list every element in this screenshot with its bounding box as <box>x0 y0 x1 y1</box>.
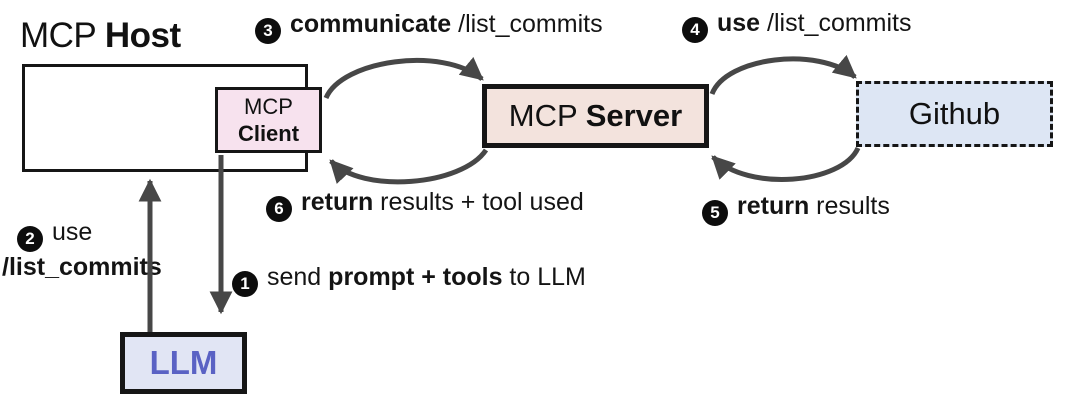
step-6-label: 6 return results + tool used <box>266 188 584 222</box>
step-4-post: /list_commits <box>760 9 912 37</box>
step-2-line1: 2 use <box>17 217 162 252</box>
step-2-label: 2 use /list_commits <box>2 217 162 283</box>
step-4-label: 4 use /list_commits <box>682 9 912 43</box>
arrow-use-top-icon <box>709 54 857 96</box>
host-title: MCP Host <box>20 16 181 56</box>
step-6-post: results + tool used <box>373 188 584 216</box>
step-1-bold: prompt + tools <box>328 263 503 291</box>
mcp-server-box: MCP Server <box>482 84 709 148</box>
step-5-badge-icon: 5 <box>702 200 728 226</box>
server-label-regular: MCP <box>508 98 586 133</box>
step-2-line2: /list_commits <box>2 252 162 283</box>
step-3-bold: communicate <box>290 10 452 38</box>
step-4-bold: use <box>717 9 761 37</box>
arrow-return-results-bottom-icon <box>711 146 861 182</box>
llm-box: LLM <box>120 332 247 394</box>
server-label: MCP Server <box>509 98 682 134</box>
llm-label: LLM <box>149 344 218 381</box>
step-5-label: 5 return results <box>702 192 890 226</box>
step-3-label: 3 communicate /list_commits <box>255 10 603 44</box>
step-1-badge-icon: 1 <box>232 271 258 297</box>
step-1-post: to LLM <box>502 263 586 291</box>
step-1-pre: send <box>267 263 329 291</box>
step-5-post: results <box>809 192 890 220</box>
step-6-badge-icon: 6 <box>266 196 292 222</box>
step-2-badge-icon: 2 <box>17 225 43 252</box>
client-label-line2: Client <box>237 121 300 146</box>
github-label: Github <box>908 96 1001 131</box>
step-6-bold: return <box>301 188 374 216</box>
step-5-bold: return <box>737 192 810 220</box>
step-2-bold: /list_commits <box>2 252 162 281</box>
arrow-communicate-top-icon <box>323 56 484 100</box>
step-2-pre: use <box>52 218 93 246</box>
mcp-client-box: MCP Client <box>215 87 322 153</box>
host-title-bold: Host <box>104 16 181 55</box>
host-title-regular: MCP <box>20 16 105 55</box>
server-label-bold: Server <box>585 98 683 133</box>
arrow-return-results-tool-bottom-icon <box>329 148 489 185</box>
github-box: Github <box>856 81 1053 147</box>
client-label-line1: MCP <box>244 94 293 119</box>
step-3-badge-icon: 3 <box>255 18 281 44</box>
step-3-post: /list_commits <box>451 10 603 38</box>
step-1-label: 1 send prompt + tools to LLM <box>232 263 586 297</box>
step-4-badge-icon: 4 <box>682 17 708 43</box>
